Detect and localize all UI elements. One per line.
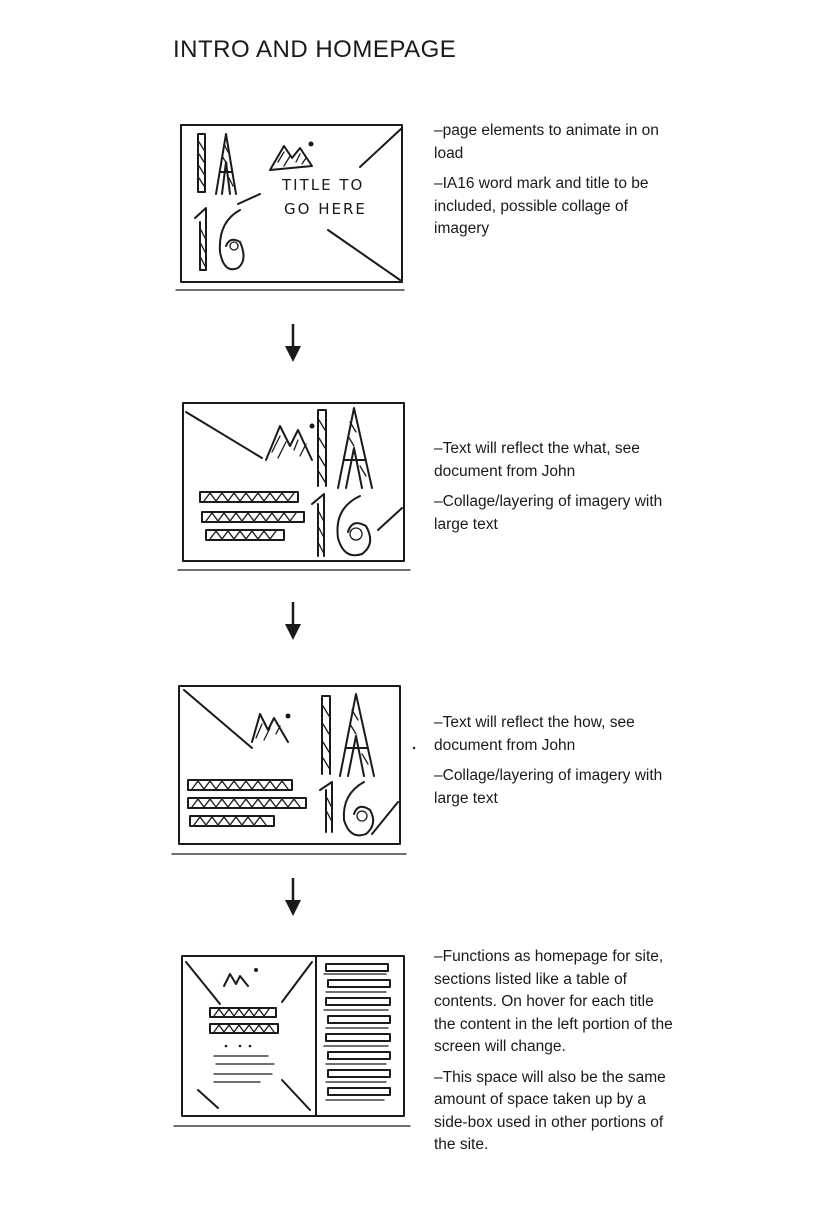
mountain-sun-icon xyxy=(270,142,314,171)
sketch-frame-2 xyxy=(180,400,408,572)
mountain-sun-icon xyxy=(252,714,291,743)
page-title: INTRO AND HOMEPAGE xyxy=(173,36,456,64)
note: –IA16 word mark and title to be included… xyxy=(434,173,674,241)
frame-4-notes: –Functions as homepage for site, section… xyxy=(434,946,674,1165)
mountain-sun-icon xyxy=(266,424,315,461)
frame-1-notes: –page elements to animate in on load –IA… xyxy=(434,120,674,249)
note: –page elements to animate in on load xyxy=(434,120,674,165)
frame-3-notes: –Text will reflect the how, see document… xyxy=(434,712,674,818)
note: –Text will reflect the how, see document… xyxy=(434,712,674,757)
frame-2-notes: –Text will reflect the what, see documen… xyxy=(434,438,674,544)
sketch-frame-4 xyxy=(178,952,410,1130)
note: –This space will also be the same amount… xyxy=(434,1067,674,1157)
arrow-down-icon xyxy=(283,876,303,918)
sketch-frame-3 xyxy=(176,682,408,858)
note: –Collage/layering of imagery with large … xyxy=(434,491,674,536)
toc-placeholder-lines xyxy=(324,964,390,1100)
sketch-frame-1: TITLE TO GO HERE xyxy=(178,122,406,292)
note: –Text will reflect the what, see documen… xyxy=(434,438,674,483)
arrow-down-icon xyxy=(283,322,303,364)
note: –Collage/layering of imagery with large … xyxy=(434,765,674,810)
sketch-title-line-2: GO HERE xyxy=(284,200,367,218)
sketch-title-line-1: TITLE TO xyxy=(281,176,364,194)
text-placeholder-lines xyxy=(188,780,306,826)
arrow-down-icon xyxy=(283,600,303,642)
text-placeholder-lines xyxy=(200,492,304,540)
mountain-sun-icon xyxy=(224,968,258,986)
note: –Functions as homepage for site, section… xyxy=(434,946,674,1059)
